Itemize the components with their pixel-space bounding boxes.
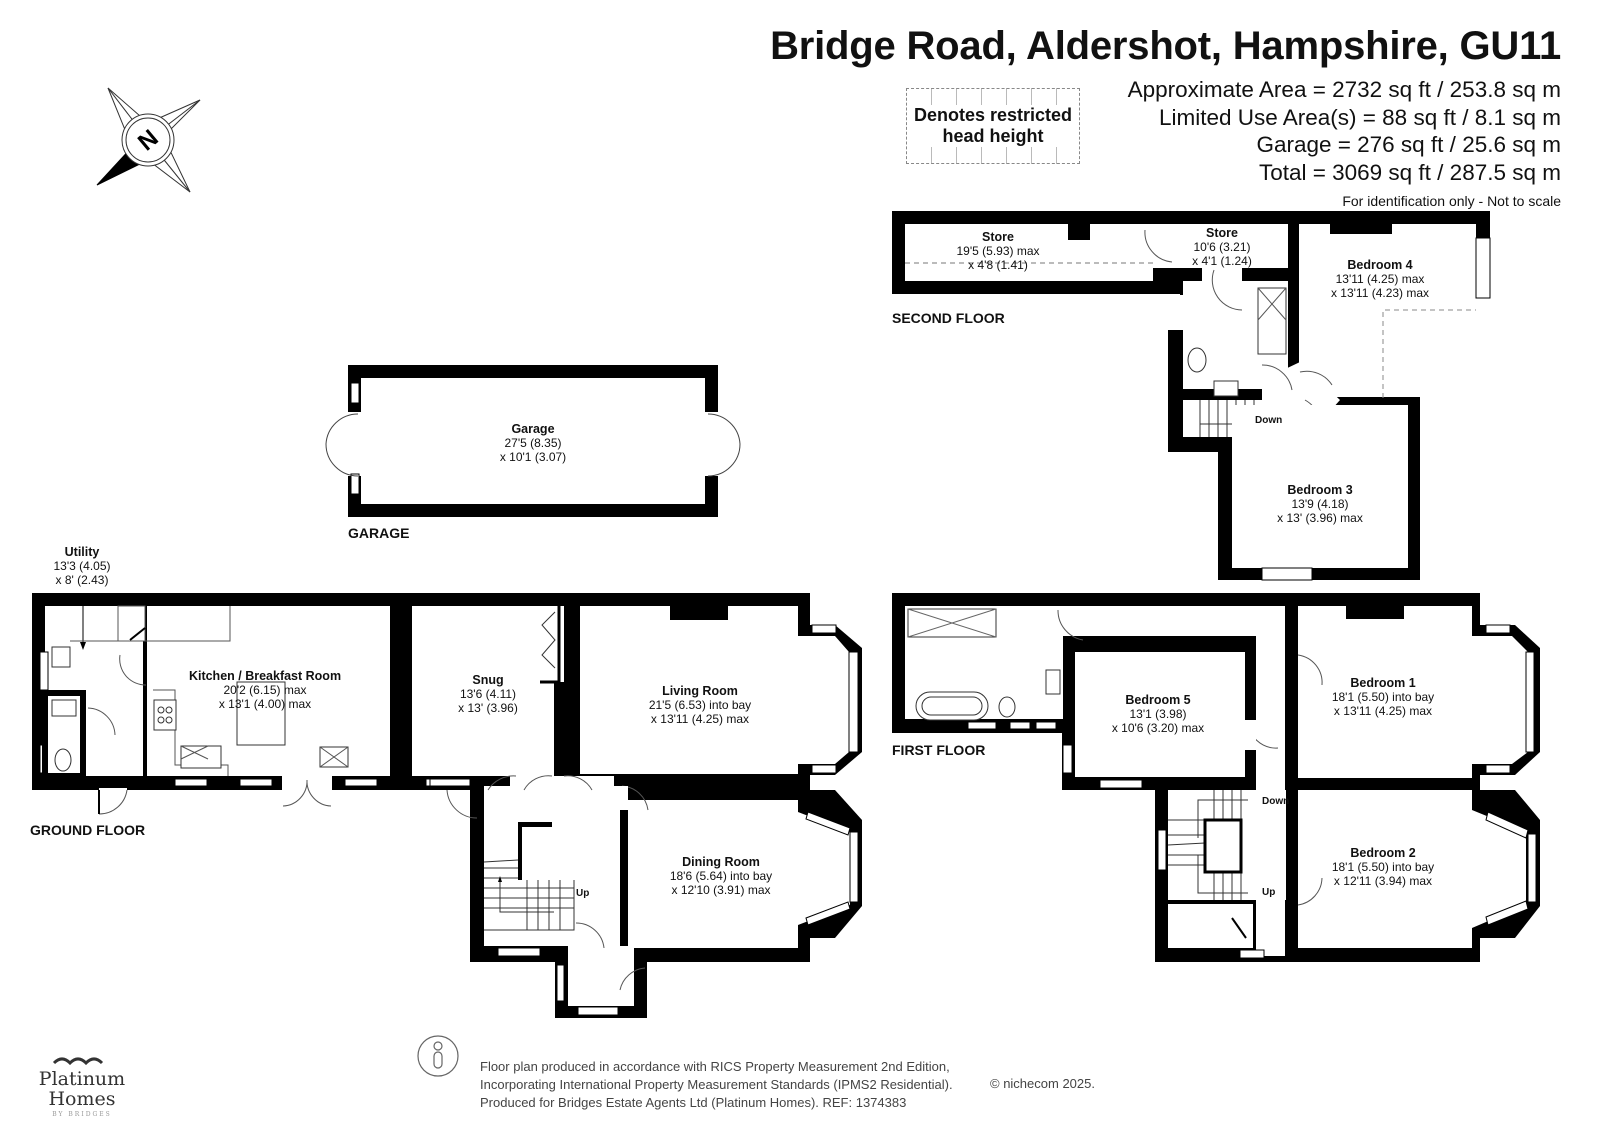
room-dining-room: Dining Room 18'6 (5.64) into bay x 12'10… — [669, 855, 773, 897]
room-bedroom-4: Bedroom 4 13'11 (4.25) max x 13'11 (4.23… — [1330, 258, 1430, 300]
first-floor-plan — [892, 593, 1540, 962]
stair-label-down-first: Down — [1262, 796, 1290, 807]
second-floor-plan — [892, 211, 1491, 581]
footer-line-1: Floor plan produced in accordance with R… — [480, 1059, 950, 1074]
room-snug: Snug 13'6 (4.11) x 13' (3.96) — [458, 673, 518, 715]
room-bedroom-3: Bedroom 3 13'9 (4.18) x 13' (3.96) max — [1277, 483, 1363, 525]
room-utility: Utility 13'3 (4.05) x 8' (2.43) — [53, 545, 111, 587]
logo-arches-icon — [52, 1057, 104, 1066]
room-store-small: Store 10'6 (3.21) x 4'1 (1.24) — [1192, 226, 1252, 268]
room-garage: Garage 27'5 (8.35) x 10'1 (3.07) — [499, 422, 567, 464]
legend-line-1: Denotes restricted — [911, 105, 1075, 125]
floor-label-second: SECOND FLOOR — [892, 310, 1005, 326]
area-garage: Garage = 276 sq ft / 25.6 sq m — [1256, 132, 1561, 157]
logo-line-2: Homes — [48, 1088, 116, 1110]
garage-plan — [325, 365, 741, 517]
logo-line-3: BY BRIDGES — [52, 1111, 112, 1118]
area-approximate: Approximate Area = 2732 sq ft / 253.8 sq… — [1127, 77, 1561, 102]
property-title: Bridge Road, Aldershot, Hampshire, GU11 — [770, 24, 1561, 68]
room-bedroom-5: Bedroom 5 13'1 (3.98) x 10'6 (3.20) max — [1111, 693, 1205, 735]
room-kitchen-breakfast: Kitchen / Breakfast Room 20'2 (6.15) max… — [188, 669, 342, 711]
room-bedroom-2: Bedroom 2 18'1 (5.50) into bay x 12'11 (… — [1331, 846, 1435, 888]
compass-north-icon: N — [96, 87, 201, 193]
floor-label-first: FIRST FLOOR — [892, 742, 986, 758]
room-store-large: Store 19'5 (5.93) max x 4'8 (1.41) — [956, 230, 1040, 272]
footer-line-2: Incorporating International Property Mea… — [480, 1077, 953, 1092]
room-bedroom-1: Bedroom 1 18'1 (5.50) into bay x 13'11 (… — [1331, 676, 1435, 718]
scale-disclaimer: For identification only - Not to scale — [1342, 193, 1561, 209]
logo-line-1: Platinum — [38, 1068, 126, 1090]
platinum-homes-logo: Platinum Homes BY BRIDGES — [32, 1050, 132, 1118]
stair-label-up-first: Up — [1262, 887, 1276, 898]
stair-label-up-ground: Up — [576, 888, 590, 899]
floor-label-garage: GARAGE — [348, 525, 410, 541]
footer-disclaimer: Floor plan produced in accordance with R… — [480, 1058, 953, 1112]
ground-floor-plan — [32, 593, 862, 1018]
legend-line-2: head height — [940, 126, 1046, 146]
room-living-room: Living Room 21'5 (6.53) into bay x 13'11… — [648, 684, 752, 726]
area-total: Total = 3069 sq ft / 287.5 sq m — [1258, 159, 1561, 185]
footer-line-3: Produced for Bridges Estate Agents Ltd (… — [480, 1095, 907, 1110]
floor-label-ground: GROUND FLOOR — [30, 822, 146, 838]
copyright: © nichecom 2025. — [990, 1076, 1095, 1091]
area-limited-use: Limited Use Area(s) = 88 sq ft / 8.1 sq … — [1158, 104, 1561, 130]
area-summary: Approximate Area = 2732 sq ft / 253.8 sq… — [1128, 76, 1561, 186]
stair-label-down-second: Down — [1255, 415, 1283, 426]
person-figure-icon — [417, 1035, 459, 1077]
